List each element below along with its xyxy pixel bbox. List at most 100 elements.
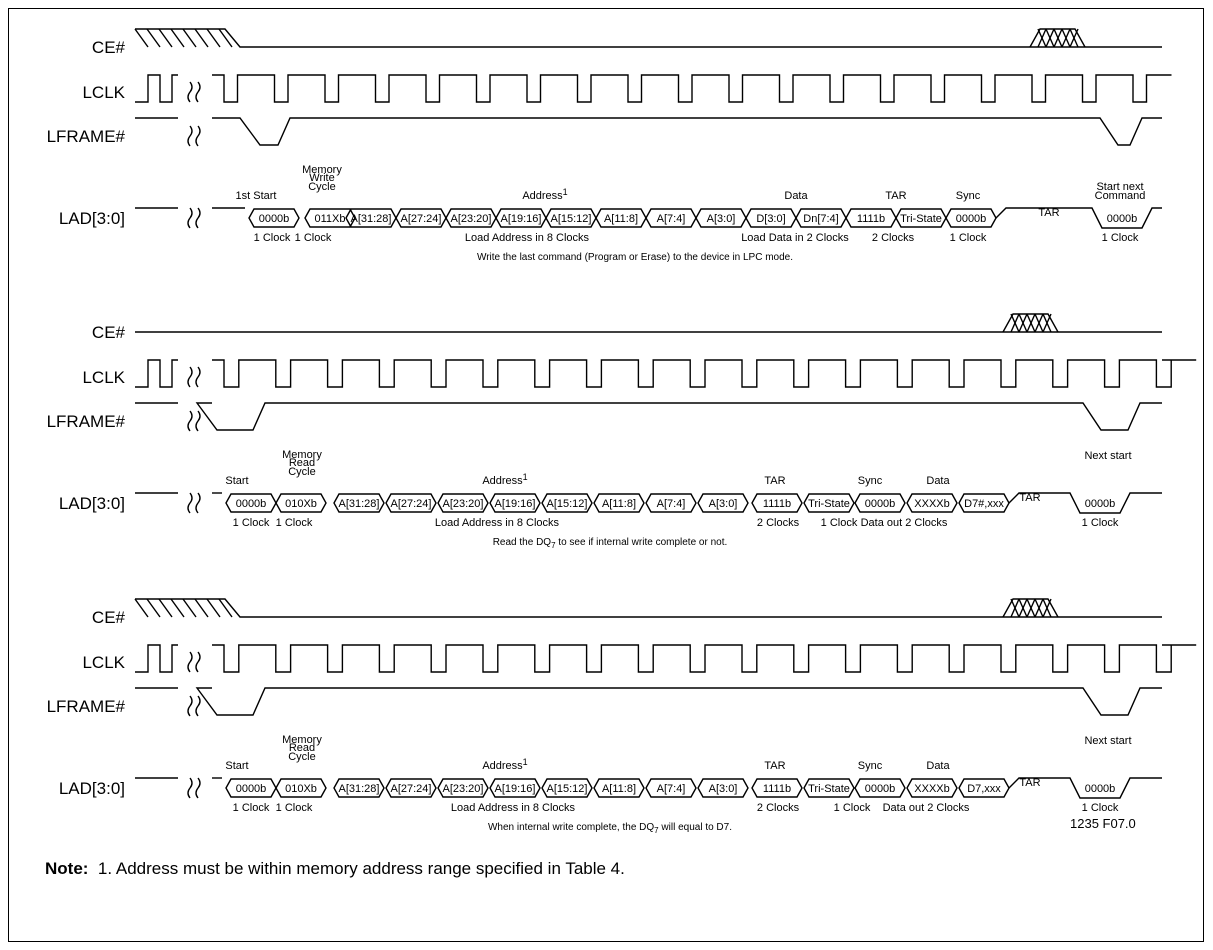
lad-cell <box>593 493 645 513</box>
signal-label: LAD[3:0] <box>59 779 125 798</box>
ce-hatch-line <box>1034 313 1044 333</box>
lad-bus <box>135 207 1162 229</box>
break-mark-stroke <box>187 125 193 147</box>
lad-cell-label: A[19:16] <box>495 498 536 510</box>
lclk-segment <box>212 359 1197 388</box>
lad-cell <box>697 493 749 513</box>
footnote-text: 1. Address must be within memory address… <box>97 859 625 878</box>
signal-label: LAD[3:0] <box>59 494 125 513</box>
phase-label: Memory <box>282 734 322 746</box>
lad-cell-label: Tri-State <box>808 783 850 795</box>
lad-cell-label: XXXXb <box>914 498 949 510</box>
clock-count-label: Load Address in 8 Clocks <box>435 517 560 529</box>
lclk-segment <box>135 359 178 388</box>
lad-cell-label: A[31:28] <box>351 213 392 225</box>
footnote-label: Note: <box>45 859 89 878</box>
lad-break-mark <box>187 492 201 514</box>
ce-hatch-line <box>1026 313 1036 333</box>
break-mark-stroke <box>187 81 193 103</box>
lad-cell-label: A[11:8] <box>602 783 636 795</box>
phase-label: Cycle <box>308 181 336 193</box>
lad-cell <box>751 778 803 798</box>
lad-cell <box>697 778 749 798</box>
phase-label: Sync <box>858 475 883 487</box>
lad-cell-label: 010Xb <box>285 498 317 510</box>
phase-label: Sync <box>858 760 883 772</box>
lad-cell <box>645 493 697 513</box>
lad-cell-label: 011Xb <box>315 213 346 225</box>
lad-cell <box>304 208 356 228</box>
break-mark-stroke <box>195 366 201 388</box>
lad-tar-segment <box>1008 777 1162 799</box>
break-mark-stroke <box>195 695 201 717</box>
caption-subscript: 7 <box>551 541 556 550</box>
clock-count-label: Data out 2 Clocks <box>883 802 970 814</box>
lad-cell-label: Tri-State <box>808 498 850 510</box>
ce-hatch-line <box>182 598 197 618</box>
clock-count-label: 1 Clock <box>1082 802 1119 814</box>
ce-hatch-line <box>194 598 209 618</box>
ce-hatch-line <box>134 598 149 618</box>
lad-cell-label: A[19:16] <box>495 783 536 795</box>
clock-count-label: 1 Clock <box>276 802 313 814</box>
lclk-segment <box>135 74 178 103</box>
lad-cell-label: A[11:8] <box>602 498 636 510</box>
lframe-segment <box>195 402 1162 431</box>
ce-hatch-line <box>1010 313 1020 333</box>
ce-hatch-line <box>1045 28 1055 48</box>
ce-hatch-line <box>1010 598 1020 618</box>
phase-label: Command <box>1095 190 1146 202</box>
lad-cell-label: 0000b <box>865 498 896 510</box>
lad-cell <box>385 493 437 513</box>
phase-label: Address1 <box>482 472 527 487</box>
lclk-break-mark <box>187 81 201 103</box>
lad-cell-label: A[7:4] <box>657 498 686 510</box>
lad-cell-label: A[3:0] <box>709 498 738 510</box>
ce-hatch-line <box>1026 598 1036 618</box>
lad-cell-label: A[31:28] <box>339 783 380 795</box>
ce-hatch-line <box>158 28 173 48</box>
ce-line <box>135 28 1162 48</box>
next-start-cell-label: 0000b <box>1085 498 1116 510</box>
break-mark-stroke <box>187 777 193 799</box>
lad-cell <box>437 493 489 513</box>
clock-count-label: 1 Clock <box>1102 232 1139 244</box>
lframe-waveform <box>135 402 1162 431</box>
ce-hatch-line <box>1018 313 1028 333</box>
phase-label: Read <box>289 457 315 469</box>
phase-label: Start <box>225 475 248 487</box>
tar-label: TAR <box>1019 777 1040 789</box>
caption-text: Read the DQ <box>493 537 552 548</box>
ce-hatch-line <box>1042 313 1052 333</box>
phase-label: Address1 <box>482 757 527 772</box>
lad-cell-label: 0000b <box>865 783 896 795</box>
clock-count-label: 2 Clocks <box>872 232 915 244</box>
next-start-label: Next start <box>1084 735 1131 747</box>
ce-hatch-line <box>1037 28 1047 48</box>
lad-cell <box>906 778 958 798</box>
clock-count-label: 1 Clock <box>1082 517 1119 529</box>
lad-cell <box>275 778 327 798</box>
clock-count-label: Load Address in 8 Clocks <box>465 232 590 244</box>
lad-cell <box>854 778 906 798</box>
ce-hatch-line <box>182 28 197 48</box>
lad-cell <box>803 778 855 798</box>
lad-tar-segment <box>995 207 1162 229</box>
ce-hatch-line <box>146 598 161 618</box>
clock-count-label: 1 Clock <box>254 232 291 244</box>
phase-label: Cycle <box>288 751 316 763</box>
ce-hatch-line <box>206 28 221 48</box>
lad-cell <box>385 778 437 798</box>
lad-cell-label: A[3:0] <box>709 783 738 795</box>
break-mark-stroke <box>187 207 193 229</box>
ce-waveform <box>134 28 1162 48</box>
superscript: 1 <box>523 472 528 482</box>
figure-frame <box>8 8 1204 942</box>
lclk-waveform <box>135 644 1197 673</box>
signal-label: LFRAME# <box>47 697 126 716</box>
lad-cell <box>803 493 855 513</box>
lad-cell-label: A[23:20] <box>443 783 484 795</box>
lad-cell <box>541 493 593 513</box>
ce-hatch-line <box>218 598 233 618</box>
break-mark-stroke <box>195 410 201 432</box>
